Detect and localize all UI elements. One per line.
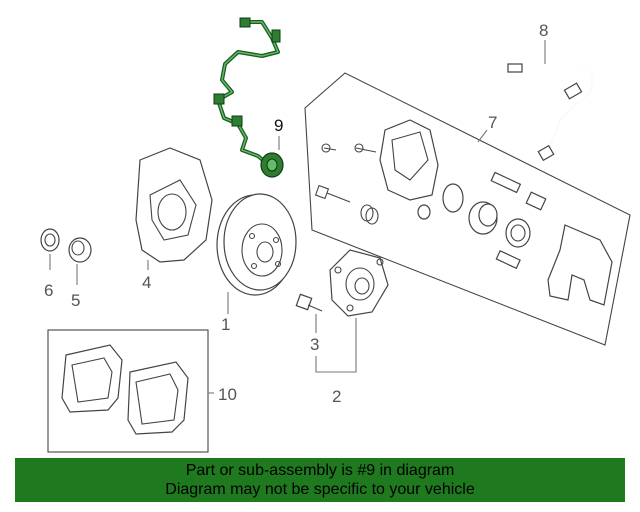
brake-hose: [507, 63, 594, 162]
brake-pad-box: [47, 329, 209, 453]
wheel-hub: [329, 249, 389, 317]
callout-10: 10: [218, 385, 237, 404]
bearing: [68, 237, 92, 263]
callout-6: 6: [44, 281, 53, 300]
callout-7: 7: [488, 113, 497, 132]
seal-ring: [40, 228, 60, 252]
hub-bolt: [295, 293, 323, 312]
callout-1: 1: [221, 315, 230, 334]
callout-2: 2: [332, 387, 341, 406]
splash-shield: [135, 147, 213, 263]
caliper-kit-panel: [304, 72, 631, 346]
banner-line-2: Diagram may not be specific to your vehi…: [165, 481, 475, 498]
info-banner: Part or sub-assembly is #9 in diagram Di…: [15, 458, 625, 502]
abs-sensor-harness: [213, 17, 284, 178]
callout-5: 5: [71, 291, 80, 310]
callout-4: 4: [142, 273, 151, 292]
banner-line-1: Part or sub-assembly is #9 in diagram: [185, 462, 455, 479]
callout-3: 3: [310, 335, 319, 354]
brake-rotor: [216, 193, 297, 296]
callout-8: 8: [539, 21, 548, 40]
callout-9: 9: [274, 116, 283, 135]
leader-lines: [49, 40, 546, 394]
